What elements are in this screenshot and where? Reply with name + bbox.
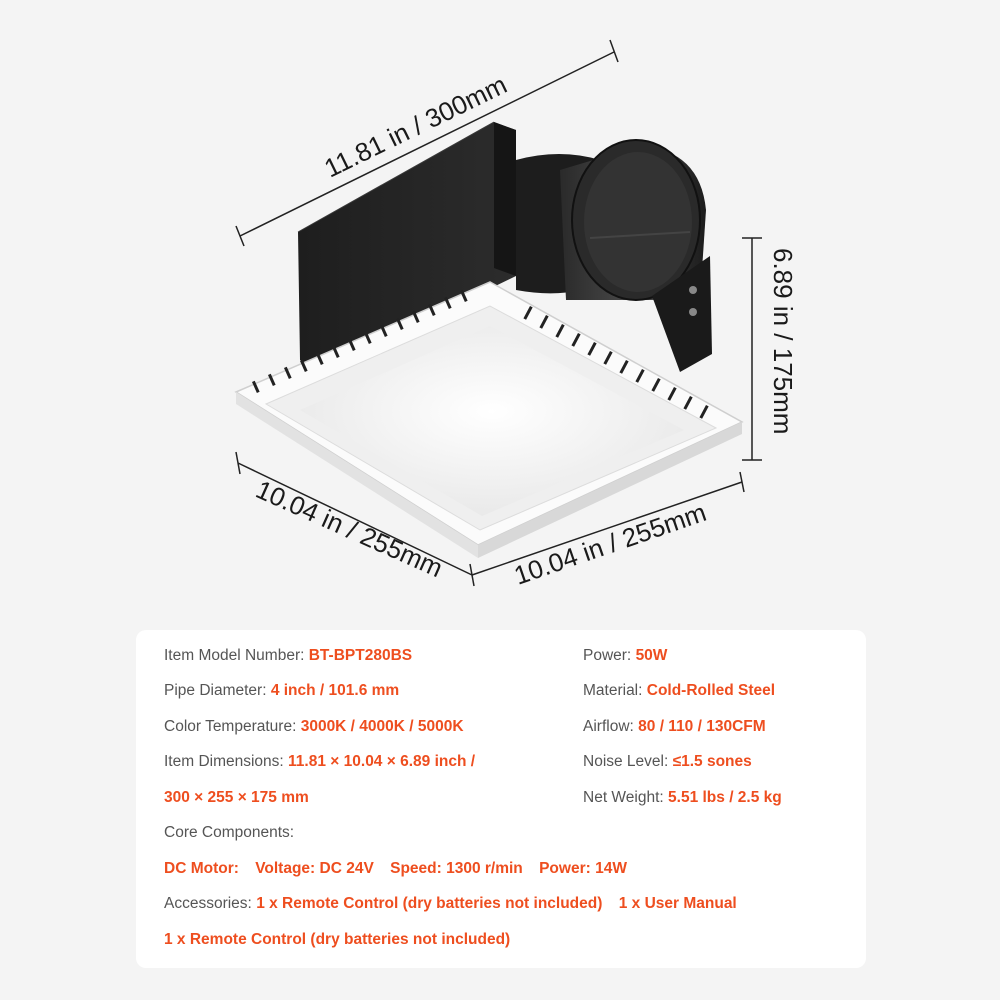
spec-accessories: Accessories: 1 x Remote Control (dry bat… xyxy=(164,895,737,912)
dimension-line-width-right xyxy=(471,471,745,576)
vent-slots-right xyxy=(523,305,709,419)
spec-noise-level: Noise Level: ≤1.5 sones xyxy=(583,753,752,770)
product-illustration: 11.81 in / 300mm 6.89 in / 175mm 10.04 i… xyxy=(234,39,798,591)
spec-airflow: Airflow: 80 / 110 / 130CFM xyxy=(583,718,766,735)
spec-power: Power: 50W xyxy=(583,647,668,664)
duct-connector xyxy=(516,139,706,301)
mounting-bracket xyxy=(652,256,712,372)
dimension-line-height xyxy=(742,237,762,461)
vent-slots-left xyxy=(252,289,468,393)
height-dimension: 6.89 in / 175mm xyxy=(768,248,798,434)
spec-net-weight: Net Weight: 5.51 lbs / 2.5 kg xyxy=(583,789,782,806)
spec-material: Material: Cold-Rolled Steel xyxy=(583,682,776,699)
spec-model: Item Model Number: BT-BPT280BS xyxy=(164,647,413,664)
spec-pipe-diameter: Pipe Diameter: 4 inch / 101.6 mm xyxy=(164,682,400,699)
spec-motor-details: DC Motor: Voltage: DC 24V Speed: 1300 r/… xyxy=(164,860,627,877)
spec-color-temperature: Color Temperature: 3000K / 4000K / 5000K xyxy=(164,718,464,735)
spec-core-components: Core Components: xyxy=(164,824,295,841)
specs-card: Item Model Number: BT-BPT280BS Pipe Diam… xyxy=(136,630,866,968)
spec-item-dimensions: Item Dimensions: 11.81 × 10.04 × 6.89 in… xyxy=(164,753,476,770)
dimension-line-length xyxy=(235,39,619,247)
fan-housing xyxy=(297,121,516,372)
spec-item-dimensions-mm: 300 × 255 × 175 mm xyxy=(164,789,309,806)
spec-accessories-extra: 1 x Remote Control (dry batteries not in… xyxy=(164,931,511,948)
light-panel xyxy=(264,305,718,531)
